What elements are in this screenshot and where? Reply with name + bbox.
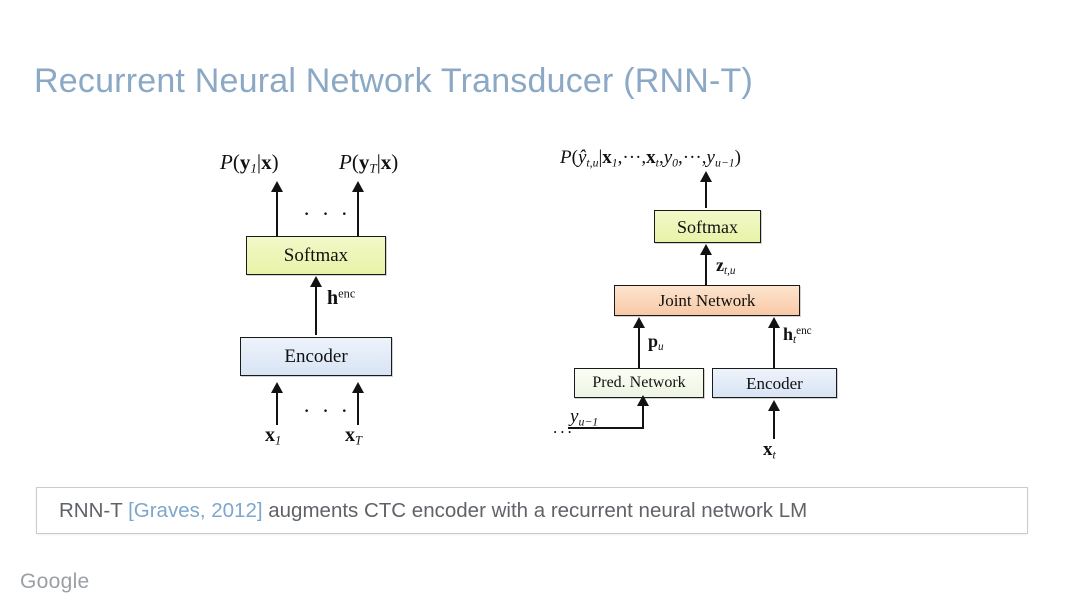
ctc-encoder-label: Encoder xyxy=(284,346,348,367)
rnnt-softmax-label: Softmax xyxy=(677,216,738,237)
ctc-input-label-left: x1 xyxy=(265,424,282,448)
google-logo: Google xyxy=(20,570,90,593)
caption-prefix: RNN-T xyxy=(59,498,129,522)
rnnt-feedback-horizontal-line xyxy=(568,427,644,430)
rnnt-feedback-ellipsis: ... xyxy=(553,418,575,437)
ctc-encoder-node[interactable]: Encoder xyxy=(240,337,392,376)
ctc-hidden-state-label: henc xyxy=(327,286,356,309)
rnnt-arrow-feedback-to-prednet xyxy=(642,404,645,429)
caption-suffix: augments CTC encoder with a recurrent ne… xyxy=(262,498,808,522)
ctc-output-label-left: P(y1|x) xyxy=(220,150,279,176)
caption-citation[interactable]: [Graves, 2012] xyxy=(128,498,263,522)
rnnt-arrow-joint-to-softmax xyxy=(705,253,708,285)
rnnt-arrow-encoder-input xyxy=(773,409,776,439)
ctc-arrow-input-right xyxy=(357,391,360,425)
rnnt-pred-output-label: pu xyxy=(648,331,664,354)
rnnt-encoder-label: Encoder xyxy=(746,373,803,393)
rnnt-encoder-output-label: htenc xyxy=(783,324,812,347)
rnnt-pred-network-label: Pred. Network xyxy=(592,374,686,391)
ctc-output-ellipsis: · · · xyxy=(303,201,351,226)
rnnt-output-formula: P(ŷt,u|x1,···,xt,y0,···,yu−1) xyxy=(560,147,741,170)
rnnt-arrow-encoder-to-joint xyxy=(773,326,776,368)
ctc-arrow-input-left xyxy=(276,391,279,425)
rnnt-joint-network-label: Joint Network xyxy=(658,291,756,310)
ctc-softmax-label: Softmax xyxy=(283,245,349,266)
page-title: Recurrent Neural Network Transducer (RNN… xyxy=(34,62,753,100)
ctc-output-label-right: P(yT|x) xyxy=(339,150,399,176)
caption-bar: RNN-T [Graves, 2012] augments CTC encode… xyxy=(36,487,1028,534)
rnnt-feedback-label: yu−1 xyxy=(570,406,599,429)
ctc-input-ellipsis: · · · xyxy=(303,398,351,423)
caption-text: RNN-T [Graves, 2012] augments CTC encode… xyxy=(37,499,807,523)
rnnt-arrow-softmax-to-output xyxy=(705,180,708,208)
rnnt-joint-output-label: zt,u xyxy=(716,255,736,278)
ctc-softmax-node[interactable]: Softmax xyxy=(246,236,386,275)
rnnt-arrow-prednet-to-joint xyxy=(638,326,641,368)
ctc-input-label-right: xT xyxy=(345,424,362,448)
rnnt-encoder-input-label: xt xyxy=(763,439,776,462)
rnnt-pred-network-node[interactable]: Pred. Network xyxy=(574,368,704,398)
rnnt-joint-network-node[interactable]: Joint Network xyxy=(614,285,800,316)
rnnt-encoder-node[interactable]: Encoder xyxy=(712,368,837,398)
rnnt-softmax-node[interactable]: Softmax xyxy=(654,210,761,243)
ctc-arrow-encoder-to-softmax xyxy=(315,285,318,335)
ctc-arrow-softmax-to-output-right xyxy=(357,190,360,238)
ctc-arrow-softmax-to-output-left xyxy=(276,190,279,238)
